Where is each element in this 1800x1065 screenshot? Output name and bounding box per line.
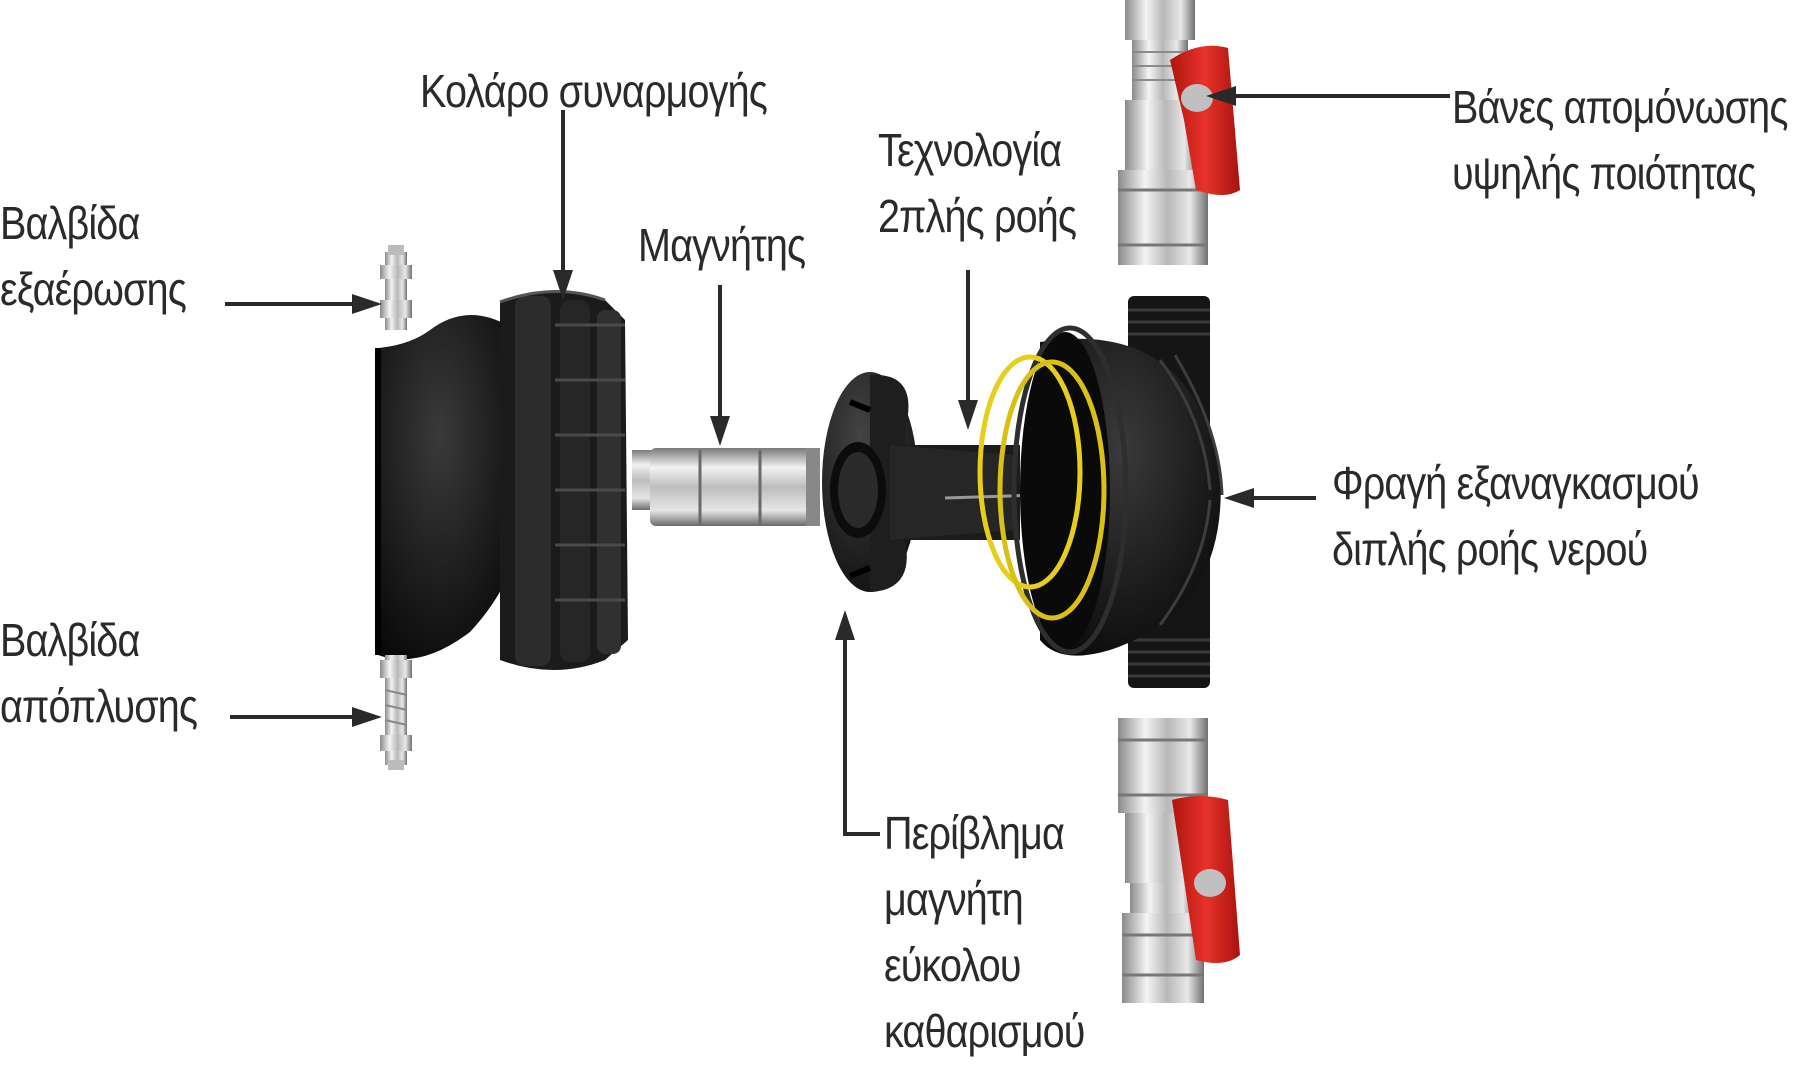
label-magnet-housing: Περίβλημα μαγνήτη εύκολου καθαρισμού: [884, 807, 1085, 1057]
isolation-valve-top: [1118, 0, 1240, 265]
mounting-collar: [499, 289, 628, 670]
arrow-collar-head: [553, 270, 573, 300]
label-collar: Κολάρο συναρμογής: [420, 65, 768, 117]
flush-valve-part: [380, 655, 412, 770]
filter-head-body: [375, 315, 515, 660]
bleed-valve-part: [380, 245, 412, 330]
label-bleed-valve: Βαλβίδα εξαέρωσης: [0, 197, 187, 315]
magnet-housing-part: [822, 372, 1041, 592]
label-isolation-valves: Βάνες απομόνωσης υψηλής ποιότητας: [1452, 81, 1788, 199]
arrow-bleed-head: [352, 294, 382, 314]
arrow-magnet-head: [710, 416, 730, 446]
isolation-valve-bottom: [1118, 718, 1240, 1003]
arrow-housing-head: [835, 610, 855, 640]
o-ring-seals: [977, 354, 1107, 621]
manifold-body-part: [1011, 296, 1224, 688]
label-flush-valve: Βαλβίδα απόπλυσης: [0, 614, 198, 732]
arrow-dual-flow-head: [958, 400, 978, 430]
label-dual-flow-barrier: Φραγή εξαναγκασμού διπλής ροής νερού: [1332, 457, 1700, 575]
arrow-isolation-head: [1206, 86, 1236, 106]
arrow-flush-head: [352, 707, 382, 727]
label-magnet: Μαγνήτης: [638, 219, 806, 271]
magnet-part: [632, 448, 820, 526]
pointer-lines: [225, 86, 1450, 836]
arrow-barrier-head: [1224, 488, 1254, 508]
label-dual-flow: Τεχνολογία 2πλής ροής: [878, 124, 1077, 242]
arrow-housing: [843, 635, 880, 836]
